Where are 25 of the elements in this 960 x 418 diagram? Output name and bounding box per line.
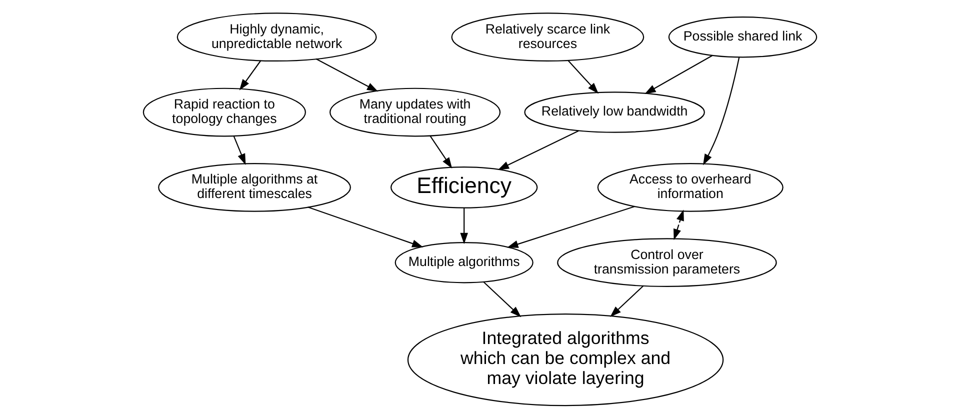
arrow xyxy=(507,205,636,248)
arrow xyxy=(644,54,713,94)
arrow xyxy=(308,206,424,247)
arrow xyxy=(610,284,644,317)
arrow xyxy=(316,58,378,92)
arrow xyxy=(568,60,599,94)
arrow xyxy=(239,60,262,90)
node-ellipse: Rapid reaction to topology changes xyxy=(142,87,306,136)
node-ellipse: Access to overheard information xyxy=(597,162,784,212)
node-ellipse: Highly dynamic, unpredictable network xyxy=(176,12,377,62)
node-ellipse: Integrated algorithms which can be complex and may violate layering xyxy=(407,313,724,406)
arrow xyxy=(483,281,522,317)
arrow xyxy=(703,56,740,165)
arrow xyxy=(460,208,468,244)
node-ellipse: Relatively low bandwidth xyxy=(524,91,705,132)
arrow xyxy=(498,130,579,170)
node-ellipse: Possible shared link xyxy=(668,16,818,58)
node-ellipse: Efficiency xyxy=(390,166,538,208)
arrow xyxy=(233,135,246,164)
node-ellipse: Relatively scarce link resources xyxy=(451,12,644,62)
arrow xyxy=(430,134,452,168)
node-ellipse: Control over transmission parameters xyxy=(557,238,777,287)
node-ellipse: Multiple algorithms at different timescales xyxy=(158,162,351,212)
arrow xyxy=(674,209,684,240)
node-ellipse: Many updates with traditional routing xyxy=(330,87,501,136)
